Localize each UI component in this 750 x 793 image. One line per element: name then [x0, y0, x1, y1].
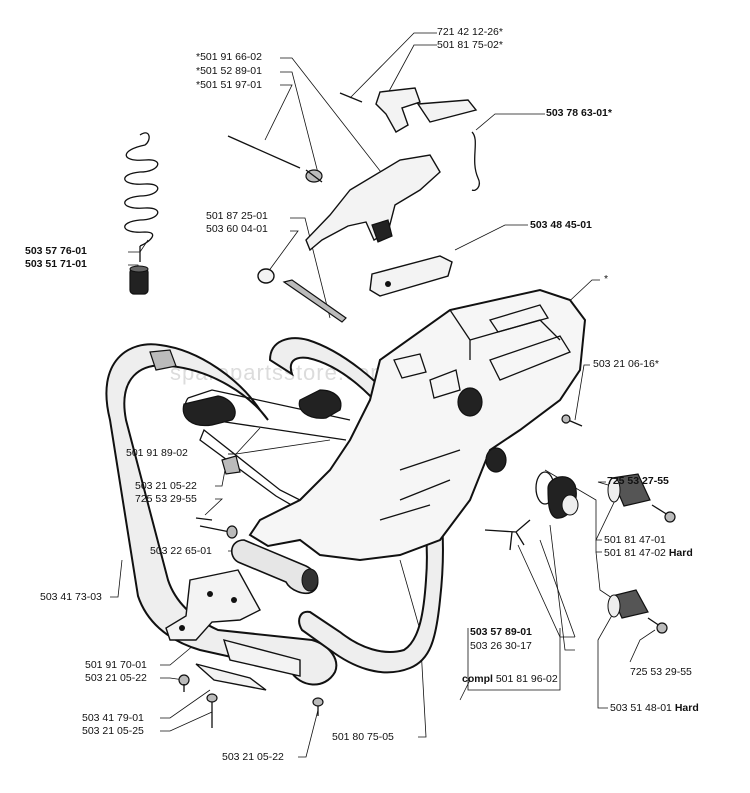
label-721-42-12-26: 721 42 12-26* [437, 26, 503, 38]
label-501-80-75-05: 501 80 75-05 [332, 731, 394, 743]
label-compl-501-81-96-02: compl 501 81 96-02 [462, 673, 558, 685]
label-503-51-48-01-hard: 503 51 48-01 Hard [610, 702, 699, 714]
label-503-57-76-01: 503 57 76-01 [25, 245, 87, 257]
label-501-91-66-02: *501 91 66-02 [196, 51, 262, 63]
label-503-21-06-16: 503 21 06-16* [593, 358, 659, 370]
label-503-60-04-01: 503 60 04-01 [206, 223, 268, 235]
washer-and-pin [257, 268, 347, 323]
coil-spring [124, 132, 159, 262]
muffler-tube [231, 539, 319, 595]
label-501-91-89-02: 501 91 89-02 [126, 447, 188, 459]
label-503-41-79-01: 503 41 79-01 [82, 712, 144, 724]
label-503-78-63-01: 503 78 63-01* [546, 107, 612, 119]
screws [178, 414, 583, 728]
label-501-51-97-01: *501 51 97-01 [196, 79, 262, 91]
label-503-22-65-01: 503 22 65-01 [150, 545, 212, 557]
buffer-top [607, 473, 676, 523]
rubber-plug [129, 265, 149, 295]
front-handle [105, 343, 351, 686]
label-501-52-89-01: *501 52 89-01 [196, 65, 262, 77]
label-501-81-75-02: 501 81 75-02* [437, 39, 503, 51]
crankcase-body [248, 288, 587, 562]
label-star: * [604, 273, 609, 285]
label-503-48-45-01: 503 48 45-01 [530, 219, 592, 231]
label-501-87-25-01: 501 87 25-01 [206, 210, 268, 222]
label-501-81-47-02-hard: 501 81 47-02 Hard [604, 547, 693, 559]
label-501-81-47-01: 501 81 47-01 [604, 534, 666, 546]
label-503-41-73-03: 503 41 73-03 [40, 591, 102, 603]
buffer-bottom [607, 589, 668, 634]
bracket-plate [165, 569, 301, 691]
label-725-53-29-55-b: 725 53 29-55 [630, 666, 692, 678]
throttle-trigger [227, 87, 480, 252]
oil-cap [484, 471, 579, 551]
label-725-53-29-55-a: 725 53 29-55 [135, 493, 197, 505]
label-503-57-89-01: 503 57 89-01 [470, 626, 532, 638]
compl-bracket [467, 628, 561, 691]
throttle-lockout [369, 255, 453, 297]
label-503-51-71-01: 503 51 71-01 [25, 258, 87, 270]
label-501-91-70-01: 501 91 70-01 [85, 659, 147, 671]
label-503-26-30-17: 503 26 30-17 [470, 640, 532, 652]
label-503-21-05-25: 503 21 05-25 [82, 725, 144, 737]
label-503-21-05-22-a: 503 21 05-22 [135, 480, 197, 492]
label-503-21-05-22-c: 503 21 05-22 [222, 751, 284, 763]
label-503-21-05-22-b: 503 21 05-22 [85, 672, 147, 684]
label-725-53-27-55: 725 53 27-55 [607, 475, 669, 487]
